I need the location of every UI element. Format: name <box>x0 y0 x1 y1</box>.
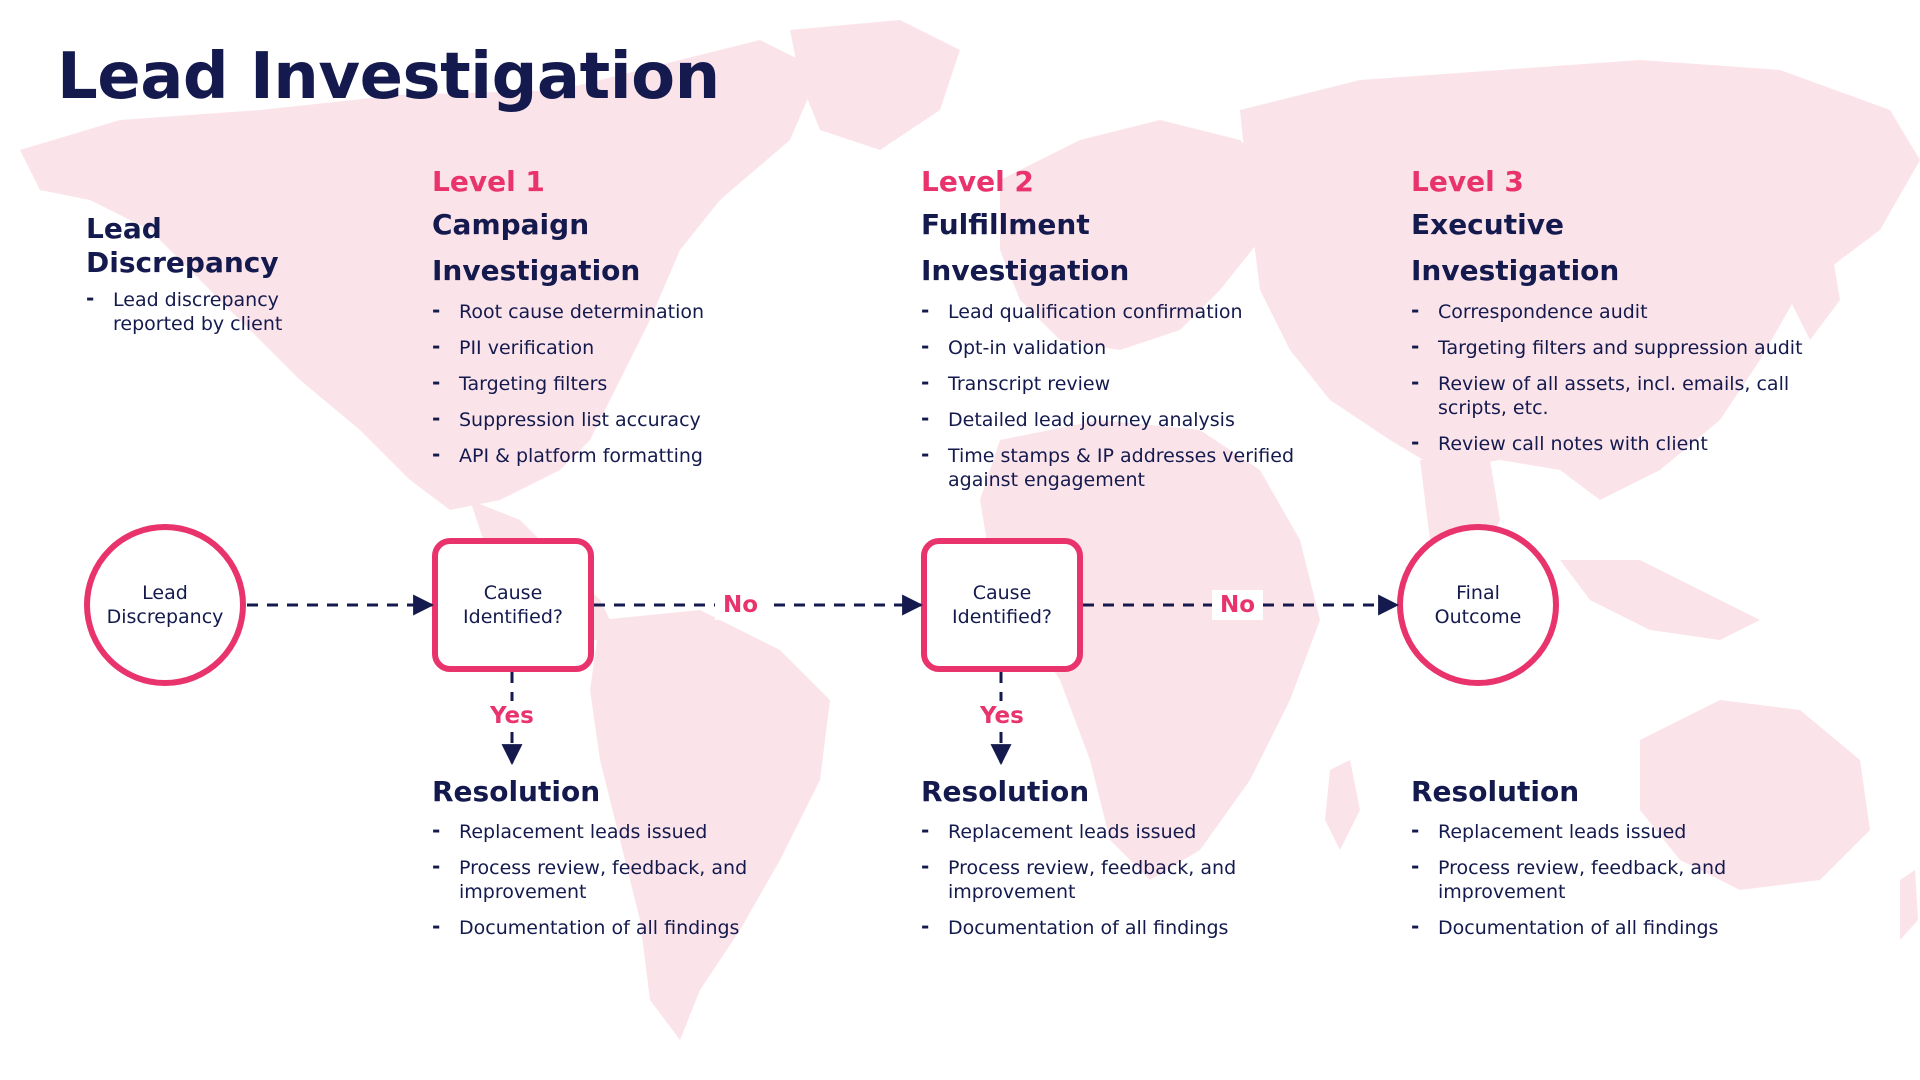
lead-heading-line2: Discrepancy <box>86 246 279 279</box>
yes-label-1: Yes <box>482 701 542 731</box>
no-label-2: No <box>1212 590 1264 620</box>
lead-heading-line1: Lead <box>86 212 162 245</box>
level-3-heading-line2: Investigation <box>1411 254 1620 287</box>
level-3-heading-line1: Executive <box>1411 208 1564 241</box>
resolution-3-bullet-list: Replacement leads issued Process review,… <box>1411 818 1851 940</box>
resolution-2-column: Resolution Replacement leads issued Proc… <box>921 772 1361 952</box>
list-item: Documentation of all findings <box>1411 914 1851 940</box>
list-item: Replacement leads issued <box>1411 818 1851 844</box>
list-item: Documentation of all findings <box>921 914 1361 940</box>
level-2-heading-line1: Fulfillment <box>921 208 1090 241</box>
list-item: Lead qualification confirmation <box>921 298 1361 324</box>
list-item: Root cause determination <box>432 298 872 324</box>
list-item: API & platform formatting <box>432 442 872 468</box>
list-item: Targeting filters and suppression audit <box>1411 334 1851 360</box>
level-1-label: Level 1 <box>432 165 545 198</box>
level-3-heading: Executive Investigation <box>1411 202 1851 294</box>
page-title: Lead Investigation <box>57 40 720 114</box>
lead-bullet-list: Lead discrepancy reported by client <box>86 286 346 336</box>
list-item: Replacement leads issued <box>921 818 1361 844</box>
level-1-heading: Campaign Investigation <box>432 202 872 294</box>
list-item: Time stamps & IP addresses verified agai… <box>921 442 1361 492</box>
list-item: Suppression list accuracy <box>432 406 872 432</box>
list-item: Opt-in validation <box>921 334 1361 360</box>
decision-node-2-label: Cause Identified? <box>952 582 1052 628</box>
resolution-1-bullet-list: Replacement leads issued Process review,… <box>432 818 872 940</box>
level-1-bullet-list: Root cause determination PII verificatio… <box>432 298 872 468</box>
list-item: PII verification <box>432 334 872 360</box>
resolution-1-heading: Resolution <box>432 775 601 808</box>
level-2-column: Level 2 Fulfillment Investigation Lead q… <box>921 162 1361 504</box>
resolution-3-column: Resolution Replacement leads issued Proc… <box>1411 772 1851 952</box>
level-3-label: Level 3 <box>1411 165 1524 198</box>
lead-heading: Lead Discrepancy <box>86 212 346 280</box>
resolution-2-heading: Resolution <box>921 775 1090 808</box>
level-1-column: Level 1 Campaign Investigation Root caus… <box>432 162 872 480</box>
level-2-label: Level 2 <box>921 165 1034 198</box>
level-1-heading-line1: Campaign <box>432 208 590 241</box>
list-item: Detailed lead journey analysis <box>921 406 1361 432</box>
decision-node-1: Cause Identified? <box>432 538 594 672</box>
level-3-bullet-list: Correspondence audit Targeting filters a… <box>1411 298 1851 456</box>
list-item: Process review, feedback, and improvemen… <box>432 854 872 904</box>
list-item: Replacement leads issued <box>432 818 872 844</box>
start-node-label: Lead Discrepancy <box>106 582 224 628</box>
yes-label-2: Yes <box>972 701 1032 731</box>
list-item: Lead discrepancy reported by client <box>86 286 346 336</box>
lead-discrepancy-column: Lead Discrepancy Lead discrepancy report… <box>86 212 346 348</box>
level-2-heading: Fulfillment Investigation <box>921 202 1361 294</box>
level-2-heading-line2: Investigation <box>921 254 1130 287</box>
level-2-bullet-list: Lead qualification confirmation Opt-in v… <box>921 298 1361 492</box>
decision-node-2: Cause Identified? <box>921 538 1083 672</box>
start-node-lead-discrepancy: Lead Discrepancy <box>84 524 246 686</box>
list-item: Transcript review <box>921 370 1361 396</box>
no-label-1: No <box>715 590 767 620</box>
resolution-2-bullet-list: Replacement leads issued Process review,… <box>921 818 1361 940</box>
list-item: Review call notes with client <box>1411 430 1851 456</box>
list-item: Process review, feedback, and improvemen… <box>921 854 1361 904</box>
list-item: Documentation of all findings <box>432 914 872 940</box>
list-item: Targeting filters <box>432 370 872 396</box>
resolution-3-heading: Resolution <box>1411 775 1580 808</box>
list-item: Correspondence audit <box>1411 298 1851 324</box>
resolution-1-column: Resolution Replacement leads issued Proc… <box>432 772 872 952</box>
level-1-heading-line2: Investigation <box>432 254 641 287</box>
list-item: Process review, feedback, and improvemen… <box>1411 854 1851 904</box>
end-node-final-outcome: Final Outcome <box>1397 524 1559 686</box>
end-node-label: Final Outcome <box>1434 582 1522 628</box>
level-3-column: Level 3 Executive Investigation Correspo… <box>1411 162 1851 468</box>
decision-node-1-label: Cause Identified? <box>463 582 563 628</box>
list-item: Review of all assets, incl. emails, call… <box>1411 370 1851 420</box>
